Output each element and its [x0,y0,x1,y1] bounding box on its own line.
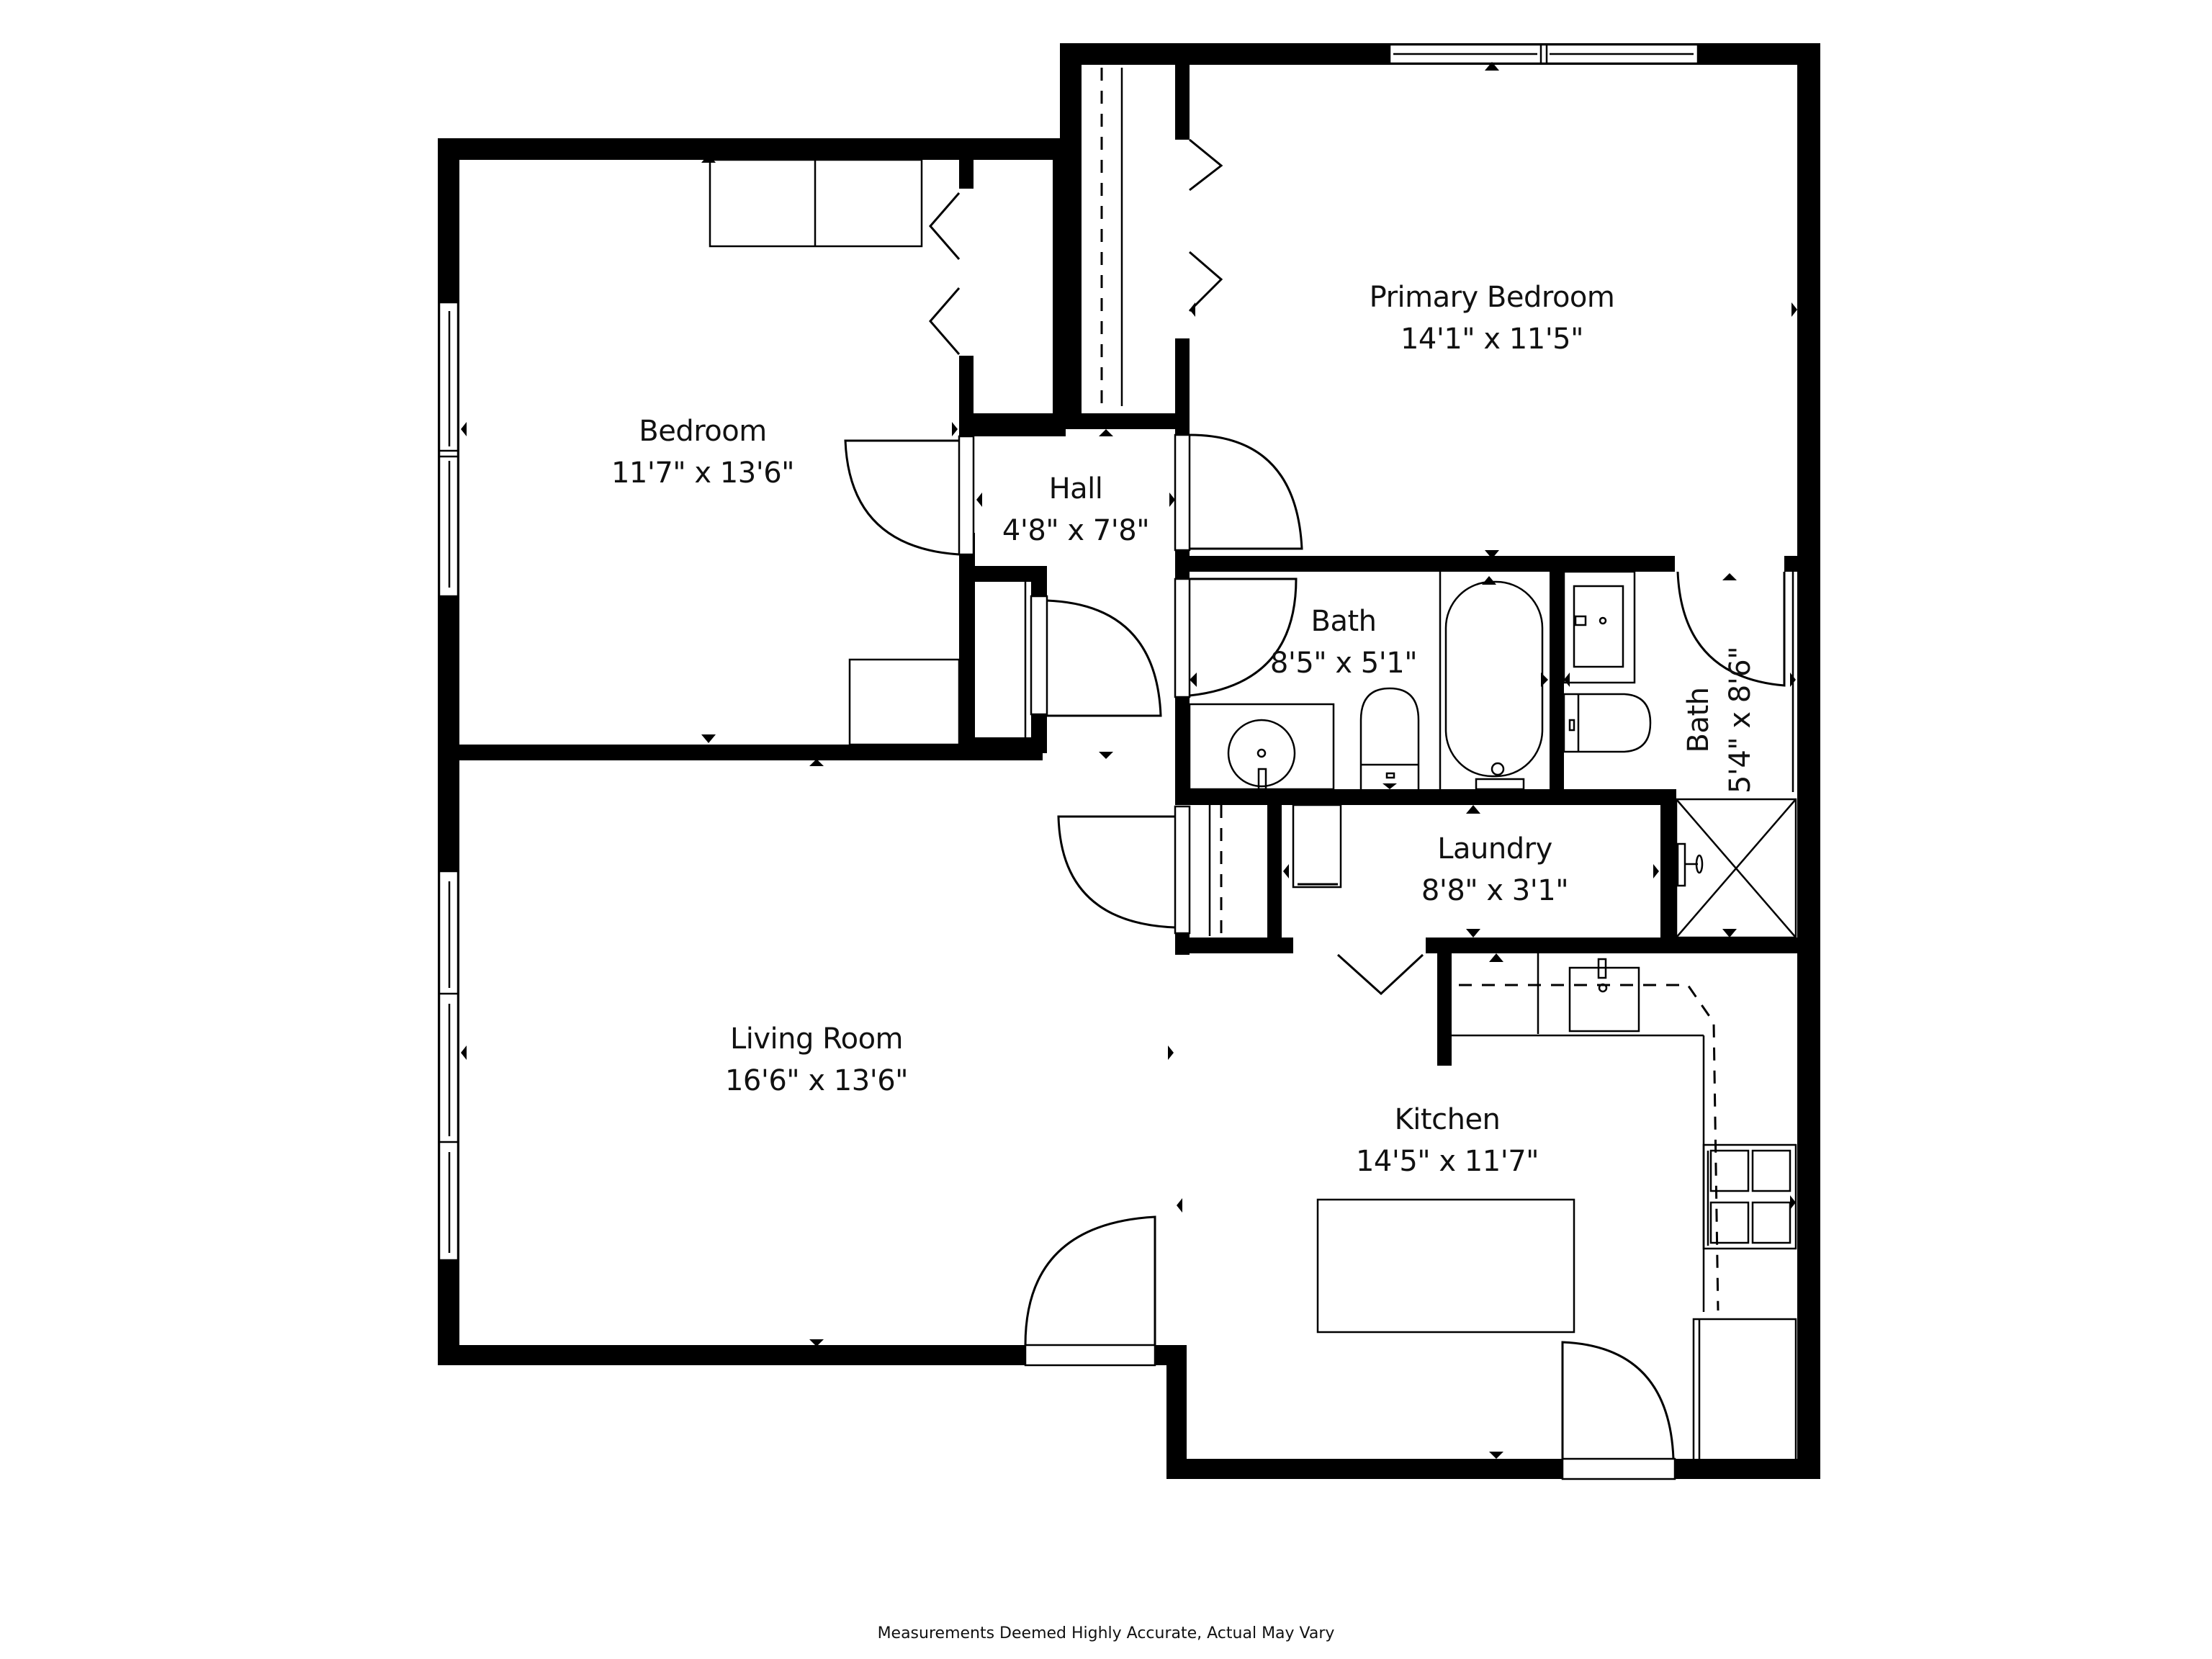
room-label-laundry: Laundry 8'8" x 3'1" [1421,828,1569,912]
room-label-primary-bedroom: Primary Bedroom 14'1" x 11'5" [1370,276,1615,360]
room-name: Kitchen [1394,1103,1501,1136]
dimension-markers [461,62,1797,1459]
windows [438,43,1699,1262]
room-dimensions: 5'4" x 8'6" [1724,646,1757,794]
measurement-disclaimer: Measurements Deemed Highly Accurate, Act… [877,1624,1335,1642]
room-dimensions: 4'8" x 7'8" [1002,514,1150,547]
room-name: Hall [1048,472,1103,505]
room-name: Bath [1682,687,1715,753]
room-label-bath-2: Bath 5'4" x 8'6" [1678,647,1761,793]
room-dimensions: 14'1" x 11'5" [1400,323,1584,356]
room-label-kitchen: Kitchen 14'5" x 11'7" [1356,1099,1539,1182]
room-name: Living Room [729,1022,904,1056]
room-name: Bath [1310,605,1377,638]
room-label-bath-1: Bath 8'5" x 5'1" [1269,601,1418,684]
room-name: Primary Bedroom [1369,281,1615,314]
doors [844,138,1786,1480]
room-dimensions: 8'5" x 5'1" [1269,647,1418,680]
room-name: Bedroom [639,415,767,448]
room-label-bedroom: Bedroom 11'7" x 13'6" [611,410,795,494]
room-label-living-room: Living Room 16'6" x 13'6" [724,1018,909,1102]
room-name: Laundry [1437,832,1552,866]
room-dimensions: 11'7" x 13'6" [611,457,795,490]
fixtures [709,68,1797,1462]
room-dimensions: 14'5" x 11'7" [1355,1145,1539,1178]
room-label-hall: Hall 4'8" x 7'8" [1002,468,1150,552]
room-dimensions: 8'8" x 3'1" [1421,874,1569,907]
room-dimensions: 16'6" x 13'6" [724,1064,909,1097]
walls [438,43,1820,1479]
